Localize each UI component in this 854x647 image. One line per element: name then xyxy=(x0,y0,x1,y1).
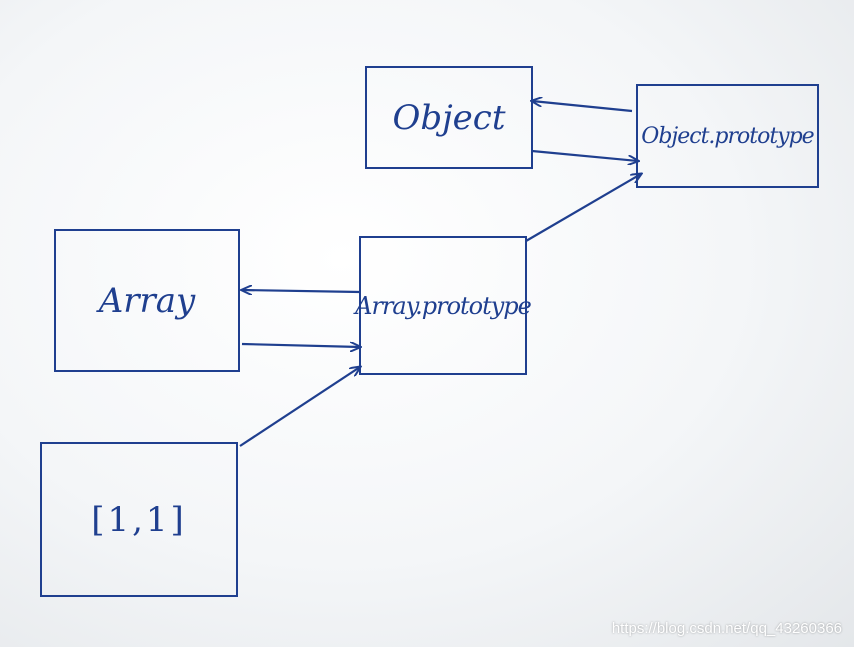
arrow-instance-to-array-prototype xyxy=(239,367,360,447)
array-instance-node: [1,1] xyxy=(40,442,238,597)
arrow-array-to-array-prototype xyxy=(241,344,360,347)
arrow-object-prototype-to-object xyxy=(532,101,633,113)
array-prototype-node: Array.prototype xyxy=(355,236,532,375)
watermark-url: https://blog.csdn.net/qq_43260366 xyxy=(611,620,842,637)
array-instance-node-label: [1,1] xyxy=(91,499,187,540)
object-prototype-node-label: Object.prototype xyxy=(641,123,814,149)
object-prototype-node: Object.prototype xyxy=(636,84,819,188)
arrow-object-to-object-prototype xyxy=(531,149,638,161)
array-node-label: Array xyxy=(98,280,196,321)
array-prototype-node-label: Array.prototype xyxy=(355,291,532,320)
arrow-array-prototype-to-object-prototype xyxy=(525,174,641,242)
array-node: Array xyxy=(54,229,240,372)
arrow-array-prototype-to-array xyxy=(242,290,361,292)
object-node: Object xyxy=(365,66,533,169)
object-node-label: Object xyxy=(392,97,506,138)
